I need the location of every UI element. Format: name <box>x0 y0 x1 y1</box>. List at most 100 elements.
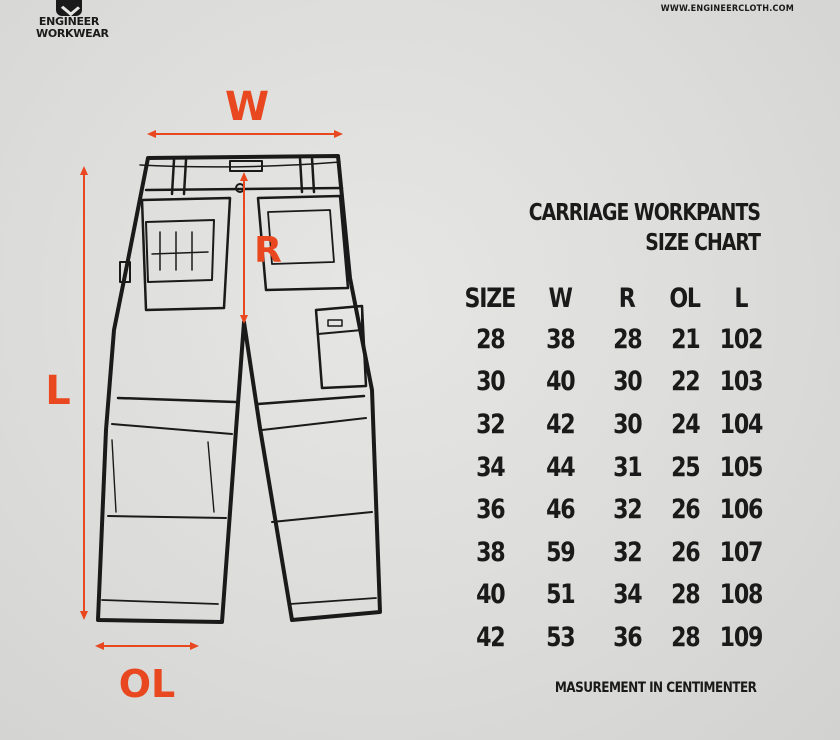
brand-line-1: ENGINEER <box>38 15 100 28</box>
cell-value: 34 <box>475 451 506 483</box>
table-cell: 26 <box>656 531 714 574</box>
table-row: 40 51 34 28 108 <box>458 574 768 617</box>
cell-value: 26 <box>670 536 701 568</box>
table-row: 36 46 32 26 106 <box>458 488 768 531</box>
header-label: SIZE <box>464 282 517 314</box>
table-cell: 46 <box>522 488 598 531</box>
cell-value: 34 <box>612 579 643 611</box>
cell-value: 107 <box>719 536 764 568</box>
table-cell: 36 <box>598 616 656 659</box>
cell-value: 44 <box>545 451 576 483</box>
table-cell: 26 <box>656 488 714 531</box>
cell-value: 22 <box>670 366 701 398</box>
table-cell: 42 <box>458 616 522 659</box>
header-label: R <box>619 282 636 314</box>
cell-value: 28 <box>670 579 701 611</box>
chart-title: CARRIAGE WORKPANTS SIZE CHART <box>528 198 761 258</box>
cell-value: 30 <box>475 366 506 398</box>
footnote: MASUREMENT IN CENTIMENTER <box>554 680 756 696</box>
header-label: L <box>734 282 749 314</box>
pants-illustration: W R L OL <box>45 84 382 706</box>
table-cell: 24 <box>656 403 714 446</box>
header-r: R <box>598 278 656 318</box>
cell-value: 46 <box>545 494 576 526</box>
cell-value: 30 <box>612 408 643 440</box>
table-cell: 32 <box>458 403 522 446</box>
cell-value: 31 <box>612 451 643 483</box>
cell-value: 25 <box>670 451 701 483</box>
header-ol: OL <box>656 278 714 318</box>
table-cell: 107 <box>714 531 768 574</box>
cell-value: 32 <box>612 536 643 568</box>
table-cell: 51 <box>522 574 598 617</box>
table-cell: 25 <box>656 446 714 489</box>
table-cell: 28 <box>598 318 656 361</box>
table-cell: 28 <box>656 574 714 617</box>
table-cell: 102 <box>714 318 768 361</box>
cell-value: 103 <box>719 366 764 398</box>
table-row: 38 59 32 26 107 <box>458 531 768 574</box>
table-cell: 36 <box>458 488 522 531</box>
table-cell: 40 <box>522 361 598 404</box>
cell-value: 21 <box>670 323 701 355</box>
table-cell: 103 <box>714 361 768 404</box>
cell-value: 32 <box>475 408 506 440</box>
title-line-1: CARRIAGE WORKPANTS <box>528 200 761 226</box>
cell-value: 32 <box>612 494 643 526</box>
cell-value: 26 <box>670 494 701 526</box>
table-cell: 108 <box>714 574 768 617</box>
table-cell: 105 <box>714 446 768 489</box>
table-cell: 109 <box>714 616 768 659</box>
cell-value: 40 <box>545 366 576 398</box>
table-row: 32 42 30 24 104 <box>458 403 768 446</box>
table-row: 34 44 31 25 105 <box>458 446 768 489</box>
cell-value: 38 <box>475 536 506 568</box>
table-cell: 38 <box>522 318 598 361</box>
cell-value: 106 <box>719 494 764 526</box>
cell-value: 28 <box>670 621 701 653</box>
table-cell: 32 <box>598 531 656 574</box>
header-label: W <box>548 282 572 314</box>
cell-value: 24 <box>670 408 701 440</box>
table-cell: 38 <box>458 531 522 574</box>
cell-value: 53 <box>545 621 576 653</box>
table-cell: 32 <box>598 488 656 531</box>
table-cell: 106 <box>714 488 768 531</box>
shield-check-icon <box>56 0 82 16</box>
label-ol: OL <box>119 662 176 706</box>
website-url: WWW.ENGINEERCLOTH.COM <box>660 4 794 14</box>
table-row: 42 53 36 28 109 <box>458 616 768 659</box>
table-cell: 34 <box>598 574 656 617</box>
table-cell: 30 <box>598 361 656 404</box>
table-cell: 31 <box>598 446 656 489</box>
table-cell: 28 <box>656 616 714 659</box>
table-cell: 42 <box>522 403 598 446</box>
table-cell: 34 <box>458 446 522 489</box>
cell-value: 42 <box>545 408 576 440</box>
cell-value: 30 <box>612 366 643 398</box>
header-size: SIZE <box>458 278 522 318</box>
table-cell: 30 <box>598 403 656 446</box>
title-line-2: SIZE CHART <box>645 230 761 256</box>
table-cell: 28 <box>458 318 522 361</box>
table-row: 30 40 30 22 103 <box>458 361 768 404</box>
table-cell: 104 <box>714 403 768 446</box>
cell-value: 42 <box>475 621 506 653</box>
header-l: L <box>714 278 768 318</box>
cell-value: 51 <box>545 579 576 611</box>
cell-value: 28 <box>475 323 506 355</box>
label-l: L <box>45 368 71 414</box>
cell-value: 108 <box>719 579 764 611</box>
label-r: R <box>254 230 282 271</box>
label-w: W <box>225 84 269 130</box>
cell-value: 102 <box>719 323 764 355</box>
cell-value: 104 <box>719 408 764 440</box>
cell-value: 36 <box>475 494 506 526</box>
cell-value: 59 <box>545 536 576 568</box>
table-cell: 40 <box>458 574 522 617</box>
table-cell: 44 <box>522 446 598 489</box>
cell-value: 40 <box>475 579 506 611</box>
